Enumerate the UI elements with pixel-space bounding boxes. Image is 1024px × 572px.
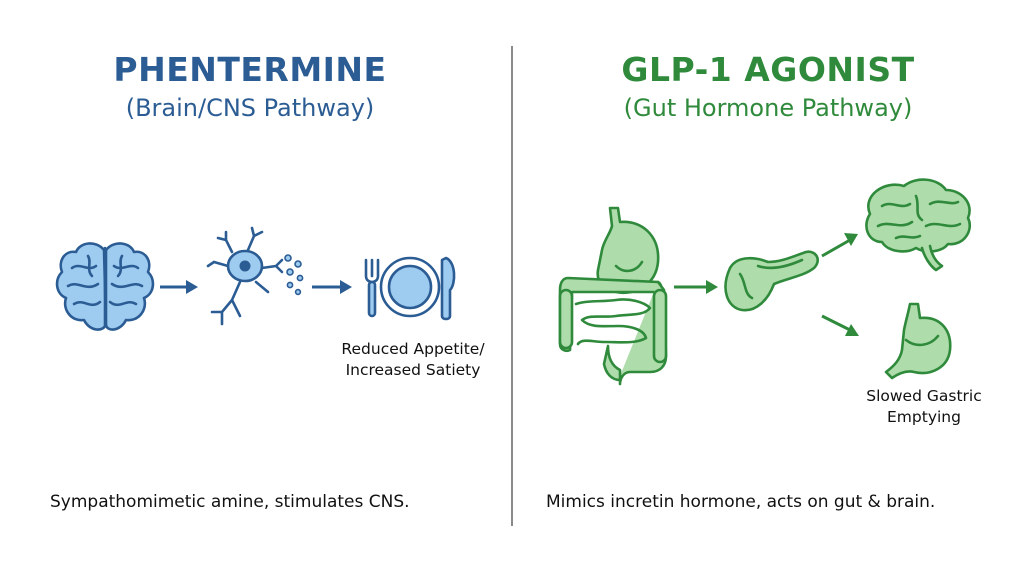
neurotransmitter-dots <box>284 254 304 296</box>
brain-icon <box>55 242 155 331</box>
brain-icon <box>865 178 971 272</box>
stomach-intestines-icon <box>558 206 668 386</box>
glp1-outcome-line1: Slowed Gastric <box>866 387 982 405</box>
phentermine-title: PHENTERMINE <box>113 50 387 89</box>
arrow-right-icon <box>160 280 198 294</box>
glp1-pathway-illustration <box>558 178 971 386</box>
phentermine-caption: Sympathomimetic amine, stimulates CNS. <box>50 492 410 512</box>
glp1-outcome-line2: Emptying <box>887 408 961 426</box>
arrow-up-right-icon <box>821 233 858 258</box>
phentermine-outcome-line1: Reduced Appetite/ <box>341 340 485 358</box>
panel-divider <box>511 46 513 526</box>
arrow-right-icon <box>312 280 352 294</box>
plate-fork-knife-icon <box>364 256 456 321</box>
phentermine-subtitle: (Brain/CNS Pathway) <box>125 94 375 122</box>
phentermine-pathway-illustration <box>55 226 456 331</box>
phentermine-panel: PHENTERMINE (Brain/CNS Pathway) <box>50 50 506 512</box>
pancreas-icon <box>724 250 819 312</box>
glp1-caption: Mimics incretin hormone, acts on gut & b… <box>546 492 936 512</box>
neuron-icon <box>206 226 284 326</box>
arrow-right-icon <box>674 280 718 294</box>
arrow-down-right-icon <box>821 314 859 336</box>
glp1-title: GLP-1 AGONIST <box>621 50 915 89</box>
glp1-subtitle: (Gut Hormone Pathway) <box>623 94 913 122</box>
glp1-panel: GLP-1 AGONIST (Gut Hormone Pathway) <box>512 0 1024 572</box>
phentermine-outcome-line2: Increased Satiety <box>345 361 481 379</box>
glp1-outcome: Slowed Gastric Emptying <box>844 386 1004 428</box>
phentermine-outcome: Reduced Appetite/ Increased Satiety <box>320 339 506 381</box>
stomach-icon <box>884 302 952 380</box>
